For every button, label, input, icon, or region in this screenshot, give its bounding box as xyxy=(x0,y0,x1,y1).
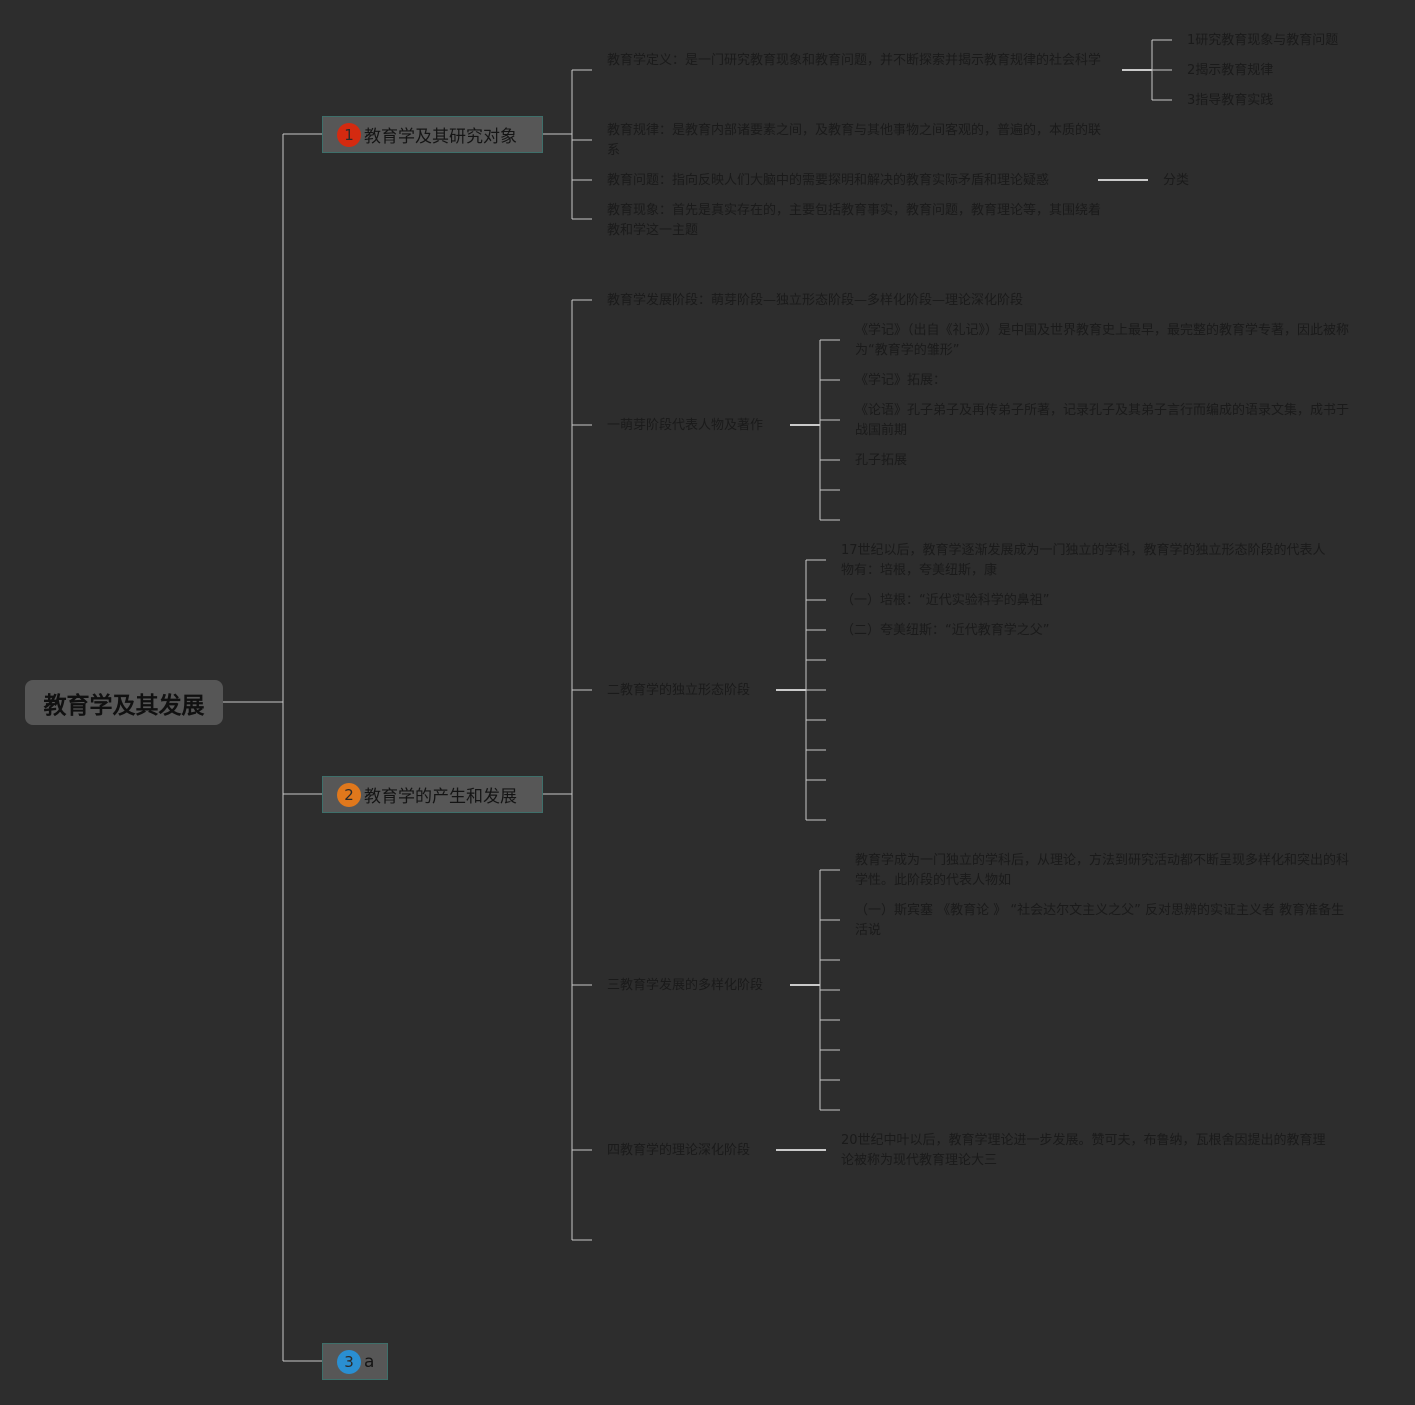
badge-3-icon: 3 xyxy=(337,1349,361,1374)
stages-topic[interactable]: 教育学发展阶段：萌芽阶段—独立形态阶段—多样化阶段—理论深化阶段 xyxy=(607,293,1024,308)
branch-2-topic[interactable]: 2 教育学的产生和发展 xyxy=(322,776,543,813)
stage-2-topic[interactable]: 二教育学的独立形态阶段 xyxy=(607,683,751,698)
definition-topic[interactable]: 教育学定义：是一门研究教育现象和教育问题，并不断探索并揭示教育规律的社会科学 xyxy=(607,53,1102,68)
stage-1-topic[interactable]: 一萌芽阶段代表人物及著作 xyxy=(607,418,764,433)
stage-1-child-4[interactable]: 孔子拓展 xyxy=(855,453,908,468)
stage-2-child-2[interactable]: （一）培根：“近代实验科学的鼻祖” xyxy=(841,593,1050,608)
stage-1-child-2[interactable]: 《学记》拓展： xyxy=(855,373,947,388)
stage-2-child-3[interactable]: （二）夸美纽斯：“近代教育学之父” xyxy=(841,623,1050,638)
stage-1-child-3[interactable]: 《论语》孔子弟子及再传弟子所著，记录孔子及其弟子言行而编成的语录文集，成书于战国… xyxy=(855,403,1350,438)
stage-3-child-1[interactable]: 教育学成为一门独立的学科后，从理论，方法到研究活动都不断呈现多样化和突出的科学性… xyxy=(855,853,1350,888)
definition-child-1[interactable]: 1研究教育现象与教育问题 xyxy=(1187,33,1339,48)
stage-4-topic[interactable]: 四教育学的理论深化阶段 xyxy=(607,1143,751,1158)
law-topic[interactable]: 教育规律：是教育内部诸要素之间，及教育与其他事物之间客观的，普遍的，本质的联系 xyxy=(607,123,1102,158)
branch-1-label: 教育学及其研究对象 xyxy=(364,127,517,147)
stage-4-child-1[interactable]: 20世纪中叶以后，教育学理论进一步发展。赞可夫，布鲁纳，瓦根舍因提出的教育理论被… xyxy=(841,1133,1326,1168)
branch-1-topic[interactable]: 1 教育学及其研究对象 xyxy=(322,116,543,153)
branch-3-label: a xyxy=(364,1351,375,1372)
stage-3-topic[interactable]: 三教育学发展的多样化阶段 xyxy=(607,978,764,993)
stage-2-child-1[interactable]: 17世纪以后，教育学逐渐发展成为一门独立的学科，教育学的独立形态阶段的代表人物有… xyxy=(841,543,1326,578)
definition-child-2[interactable]: 2揭示教育规律 xyxy=(1187,63,1274,78)
root-topic[interactable]: 教育学及其发展 xyxy=(25,680,223,725)
phenomenon-topic[interactable]: 教育现象：首先是真实存在的，主要包括教育事实，教育问题，教育理论等，其围绕着教和… xyxy=(607,203,1102,238)
problem-topic[interactable]: 教育问题：指向反映人们大脑中的需要探明和解决的教育实际矛盾和理论疑惑 xyxy=(607,173,1050,188)
stage-1-child-1[interactable]: 《学记》（出自《礼记》）是中国及世界教育史上最早，最完整的教育学专著，因此被称为… xyxy=(855,323,1350,358)
stage-3-child-2[interactable]: （一）斯宾塞 《教育论 》 “社会达尔文主义之父” 反对思辨的实证主义者 教育准… xyxy=(855,903,1345,938)
problem-child-category[interactable]: 分类 xyxy=(1163,173,1190,188)
branch-2-label: 教育学的产生和发展 xyxy=(364,787,517,807)
branch-3-topic[interactable]: 3 a xyxy=(322,1343,388,1380)
badge-2-icon: 2 xyxy=(337,782,361,807)
definition-child-3[interactable]: 3指导教育实践 xyxy=(1187,93,1274,108)
badge-1-icon: 1 xyxy=(337,122,361,147)
